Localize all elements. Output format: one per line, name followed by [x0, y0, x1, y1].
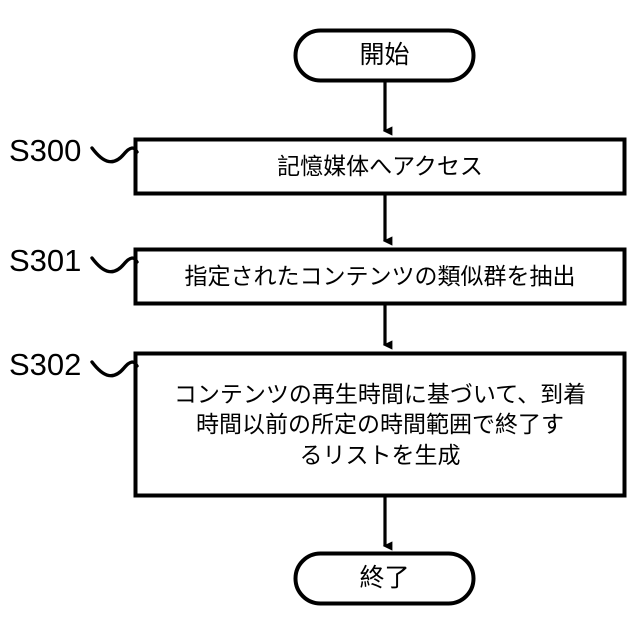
step-id-s300: S300 — [9, 133, 82, 168]
leader-line-s301 — [90, 256, 139, 274]
node-start-shape — [293, 28, 476, 83]
leader-line-s300 — [90, 146, 139, 164]
node-s302-shape — [133, 351, 627, 498]
step-id-s301: S301 — [9, 243, 82, 278]
node-s301-shape — [133, 247, 627, 306]
node-s300-shape — [133, 137, 627, 196]
leader-line-s302 — [90, 360, 139, 378]
node-end-shape — [293, 551, 476, 606]
step-id-s302: S302 — [9, 347, 82, 382]
